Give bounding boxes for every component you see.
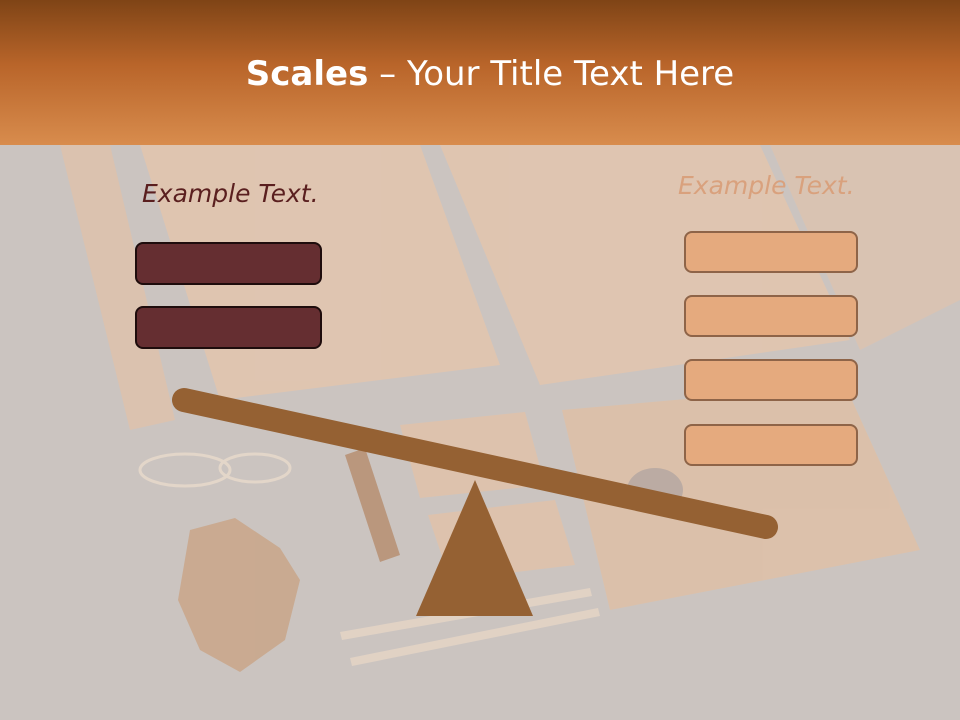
- title-bar: [0, 0, 960, 145]
- right-text-box-2: [684, 295, 858, 337]
- left-text-box-2: [135, 306, 322, 349]
- seesaw-fulcrum: [416, 480, 533, 616]
- right-example-text: Example Text.: [678, 171, 855, 200]
- left-text-box-1: [135, 242, 322, 285]
- right-text-box-3: [684, 359, 858, 401]
- slide-title: Scales – Your Title Text Here: [0, 52, 960, 96]
- right-text-box-1: [684, 231, 858, 273]
- seesaw-beam: [172, 388, 778, 539]
- title-bold: Scales: [245, 54, 369, 94]
- right-text-box-4: [684, 424, 858, 466]
- left-example-text: Example Text.: [142, 179, 319, 208]
- title-rest: – Your Title Text Here: [368, 54, 735, 94]
